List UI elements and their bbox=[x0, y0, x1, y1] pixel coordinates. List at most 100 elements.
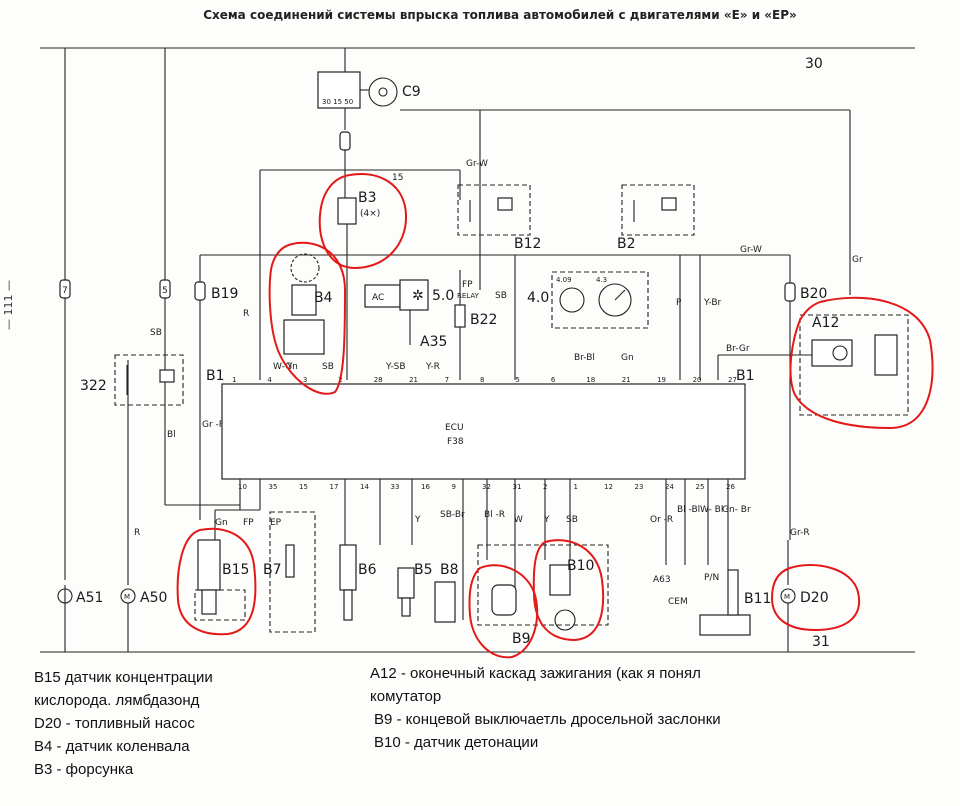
label-b22: B22 bbox=[470, 312, 497, 328]
ecu-bottom-pin-12: 12 bbox=[604, 483, 613, 491]
note-b10: B10 - датчик детонации bbox=[374, 734, 539, 751]
label-cem: CEM bbox=[668, 597, 688, 607]
wire-bl-bl: Bl -Bl bbox=[677, 505, 700, 515]
relay-322 bbox=[114, 354, 184, 406]
note-b4: B4 - датчик коленвала bbox=[34, 738, 190, 755]
ac-unit: AC ✲ bbox=[364, 279, 429, 311]
label-b8: B8 bbox=[440, 562, 459, 578]
label-b12: B12 bbox=[514, 236, 541, 252]
label-b9: B9 bbox=[512, 631, 531, 647]
wire-y-sb: Y-SB bbox=[385, 362, 406, 372]
label-b6: B6 bbox=[358, 562, 377, 578]
wire-w-bl: W- Bl bbox=[700, 505, 723, 515]
wire-gr-r-right: Gr-R bbox=[790, 528, 810, 538]
notes-left: B15 датчик концентрации кислорода. лямбд… bbox=[34, 666, 213, 781]
ecu-top-pin-5: 21 bbox=[409, 376, 418, 384]
label-5-0: 5.0 bbox=[432, 288, 454, 304]
label-b19: B19 bbox=[211, 286, 238, 302]
ecu-top-pin-14: 27 bbox=[728, 376, 737, 384]
wire-sb-br: SB-Br bbox=[440, 510, 465, 520]
throttle-switch-b9 bbox=[491, 584, 517, 616]
label-a12: A12 bbox=[812, 315, 839, 331]
sensor-b6 bbox=[339, 544, 357, 621]
ecu-top-pin-9: 6 bbox=[551, 376, 556, 384]
rail-label-31: 31 bbox=[812, 634, 830, 650]
label-b4: B4 bbox=[314, 290, 333, 306]
wire-br-bl: Br-Bl bbox=[574, 353, 595, 363]
svg-text:30 15 50: 30 15 50 bbox=[322, 98, 353, 106]
wire-y-r: Y-R bbox=[425, 362, 440, 372]
ecu-bottom-pin-13: 23 bbox=[635, 483, 644, 491]
ecu-bottom-pin-15: 25 bbox=[696, 483, 705, 491]
label-pn: P/N bbox=[704, 573, 719, 583]
label-b2: B2 bbox=[617, 236, 636, 252]
ecu-top-pin-8: 5 bbox=[515, 376, 519, 384]
note-b3: B3 - форсунка bbox=[34, 761, 134, 778]
gauge-cluster bbox=[551, 271, 649, 329]
wiring-schematic: 30 31 7 5 B19 15 30 15 50 C9 Gr-W bbox=[40, 47, 934, 659]
injector-b3 bbox=[337, 197, 357, 380]
wire-br-gr: Br-Gr bbox=[726, 344, 750, 354]
crank-sensor-b4 bbox=[283, 253, 325, 355]
wire-or-r: Or -R bbox=[650, 515, 673, 525]
note-b15-line1: B15 датчик концентрации bbox=[34, 669, 213, 686]
fuse-15: 15 bbox=[392, 173, 403, 183]
ecu-top-pin-6: 7 bbox=[445, 376, 449, 384]
annotation-circle-b10 bbox=[532, 539, 605, 642]
ecu-top-pin-13: 20 bbox=[693, 376, 702, 384]
annotation-circle-d20 bbox=[770, 564, 861, 632]
ecu-bottom-pin-5: 33 bbox=[391, 483, 400, 491]
ecu-bottom-pin-11: 1 bbox=[574, 483, 578, 491]
ecu-top-pin-4: 28 bbox=[374, 376, 383, 384]
knock-sensor-b10 bbox=[549, 564, 576, 631]
ecu-top-pin-10: 18 bbox=[586, 376, 595, 384]
note-b15-line2: кислорода. лямбдазонд bbox=[34, 692, 200, 709]
label-b3: B3 bbox=[358, 190, 377, 206]
label-c9: C9 bbox=[402, 84, 421, 100]
wire-sb-b4: SB bbox=[322, 362, 334, 372]
note-a12-line1: A12 - оконечный каскад зажигания (как я … bbox=[370, 665, 701, 682]
ecu-top-pin-2: 3 bbox=[303, 376, 307, 384]
label-4-3: 4.3 bbox=[596, 276, 607, 284]
ecu-bottom-pin-1: 35 bbox=[269, 483, 278, 491]
note-a12-line2: комутатор bbox=[370, 688, 442, 705]
ecu-top-pin-0: 1 bbox=[232, 376, 236, 384]
label-4-0: 4.0 bbox=[527, 290, 549, 306]
wire-fp: FP bbox=[462, 280, 473, 290]
annotation-circle-b3 bbox=[318, 173, 408, 270]
wire-p: P bbox=[676, 298, 682, 308]
wire-y-b10: Y bbox=[543, 515, 550, 525]
ecu-bottom-pin-0: 10 bbox=[238, 483, 247, 491]
ignition-switch-c9: 30 15 50 bbox=[317, 71, 398, 109]
wire-gr: Gr bbox=[852, 255, 863, 265]
ecu-model: F38 bbox=[447, 437, 464, 447]
wire-sb-322: SB bbox=[150, 328, 162, 338]
wire-bl-322: Bl bbox=[167, 430, 176, 440]
label-ac: AC bbox=[372, 293, 384, 303]
ecu-bottom-pin-14: 24 bbox=[665, 483, 674, 491]
wire-w-gn: W-Gn bbox=[273, 362, 298, 372]
note-d20: D20 - топливный насос bbox=[34, 715, 195, 732]
wire-w: W bbox=[514, 515, 523, 525]
wire-fp-b15: FP bbox=[243, 518, 254, 528]
note-b9: B9 - концевой выключаетль дросельной зас… bbox=[374, 711, 721, 728]
sensor-b5 bbox=[397, 567, 415, 617]
ecu-top-pin-7: 8 bbox=[480, 376, 484, 384]
label-a63: A63 bbox=[653, 575, 671, 585]
svg-text:M: M bbox=[784, 593, 790, 601]
label-322: 322 bbox=[80, 378, 107, 394]
sensor-b7 bbox=[285, 544, 295, 578]
ecu-bottom-pin-7: 9 bbox=[452, 483, 456, 491]
wire-y-br: Y-Br bbox=[703, 298, 722, 308]
wire-gr-w-right: Gr-W bbox=[740, 245, 762, 255]
label-b15: B15 bbox=[222, 562, 249, 578]
label-a50: A50 bbox=[140, 590, 167, 606]
wire-gr-r-left: Gr -R bbox=[202, 420, 225, 430]
wire-r2: R bbox=[134, 528, 140, 538]
label-b10: B10 bbox=[567, 558, 594, 574]
wire-gr-w-top: Gr-W bbox=[466, 159, 488, 169]
ecu-bottom-pin-4: 14 bbox=[360, 483, 369, 491]
relay-b12 bbox=[457, 184, 531, 236]
